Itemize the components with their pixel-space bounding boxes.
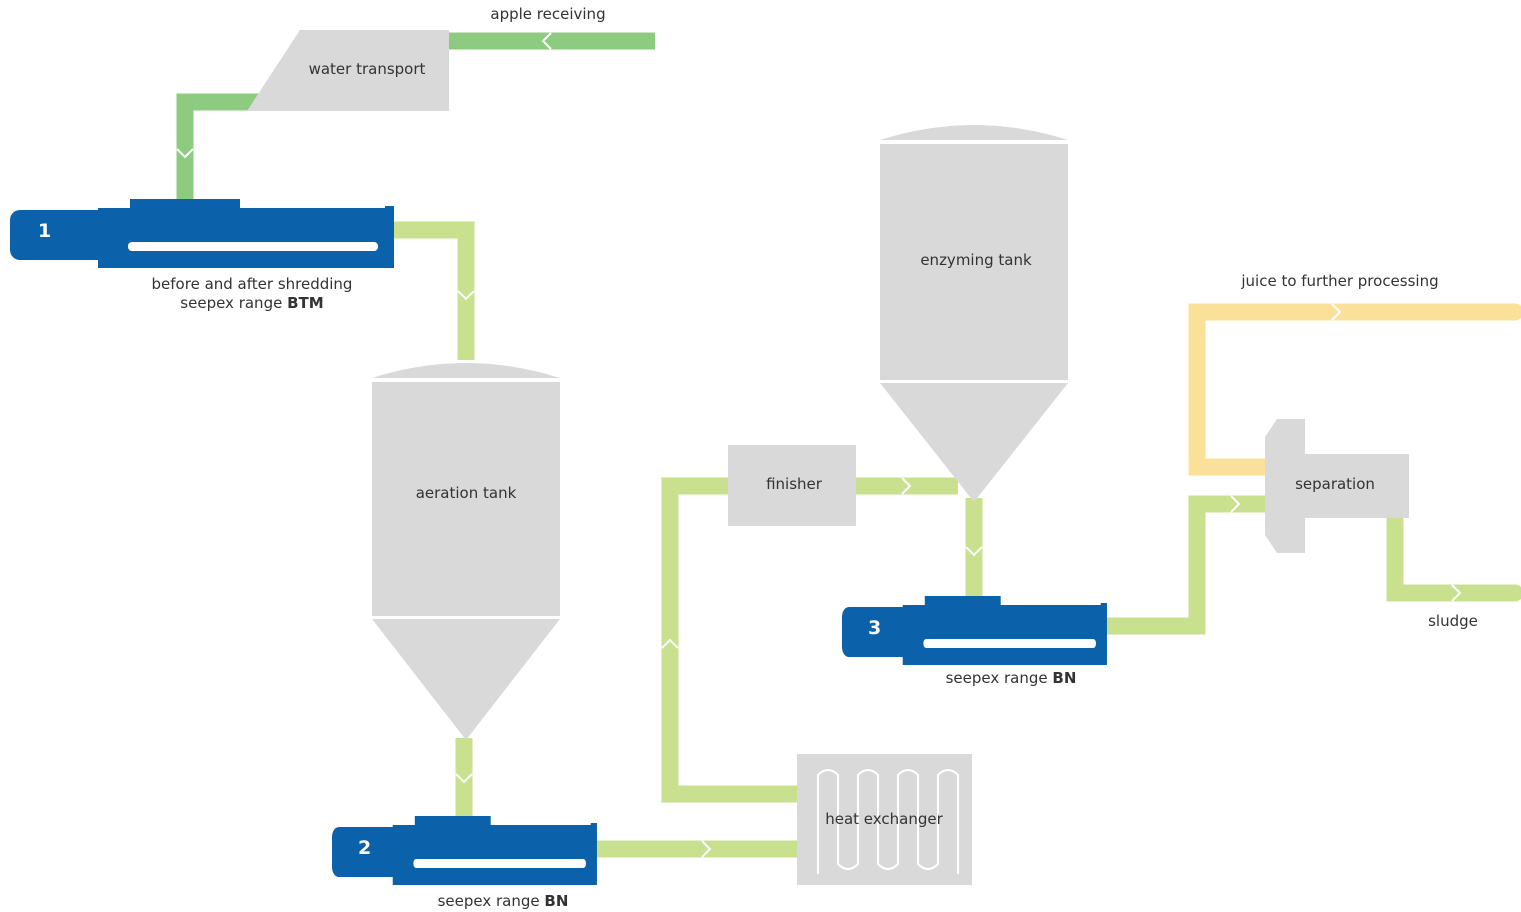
flow-arrow <box>541 32 552 50</box>
pump-3: 3 <box>842 596 1107 665</box>
pump-1-number: 1 <box>38 220 51 242</box>
label-water-transport: water transport <box>309 60 426 78</box>
pump-2-number: 2 <box>358 837 371 859</box>
label-enzyming-tank: enzyming tank <box>920 251 1032 269</box>
finisher-unit <box>728 445 856 526</box>
aeration-tank <box>372 363 560 740</box>
label-pump1-range: seepex range BTM <box>180 294 323 312</box>
label-finisher: finisher <box>766 475 823 493</box>
flow-arrow <box>1331 303 1342 321</box>
pump-3-number: 3 <box>868 617 881 639</box>
flow-arrow <box>1451 584 1462 602</box>
water-transport-unit <box>247 30 449 111</box>
flow-arrow <box>457 290 475 301</box>
enzyming-tank <box>880 125 1068 502</box>
label-juice-out: juice to further processing <box>1240 272 1438 290</box>
label-pump3-range-prefix: seepex range <box>946 669 1053 687</box>
label-pump2-range: seepex range BN <box>438 892 569 910</box>
label-pump1-usage: before and after shredding <box>152 275 353 293</box>
flow-arrow <box>1230 495 1241 513</box>
label-pump2-range-model: BN <box>544 892 568 910</box>
label-sludge: sludge <box>1428 612 1478 630</box>
pipe-sludge-out <box>1386 506 1521 602</box>
label-heat-exchanger: heat exchanger <box>825 810 943 828</box>
pipe-heat-exchanger-to-finisher <box>661 477 800 803</box>
flow-arrow <box>455 773 473 784</box>
heat-exchanger-unit <box>797 754 972 885</box>
label-separation: separation <box>1295 475 1375 493</box>
pump-1: 1 <box>10 199 394 268</box>
pump-2: 2 <box>332 816 597 885</box>
label-pump2-range-prefix: seepex range <box>438 892 545 910</box>
label-apple-receiving: apple receiving <box>490 5 605 23</box>
flow-arrow <box>661 638 679 649</box>
pipe-pump3-to-separation <box>1106 495 1270 635</box>
label-aeration-tank: aeration tank <box>416 484 517 502</box>
label-pump3-range-model: BN <box>1052 669 1076 687</box>
label-pump1-range-model: BTM <box>287 294 324 312</box>
pipe-pump1-to-aeration <box>390 221 475 360</box>
flow-arrow <box>901 477 912 495</box>
label-pump1-range-prefix: seepex range <box>180 294 287 312</box>
flow-arrow <box>965 546 983 557</box>
flow-arrow <box>701 840 712 858</box>
label-pump3-range: seepex range BN <box>946 669 1077 687</box>
flow-arrow <box>176 148 194 159</box>
separation-unit <box>1265 419 1409 553</box>
pipe-juice-out <box>1188 303 1521 476</box>
pipe-water-transport-to-pump1 <box>176 93 260 205</box>
